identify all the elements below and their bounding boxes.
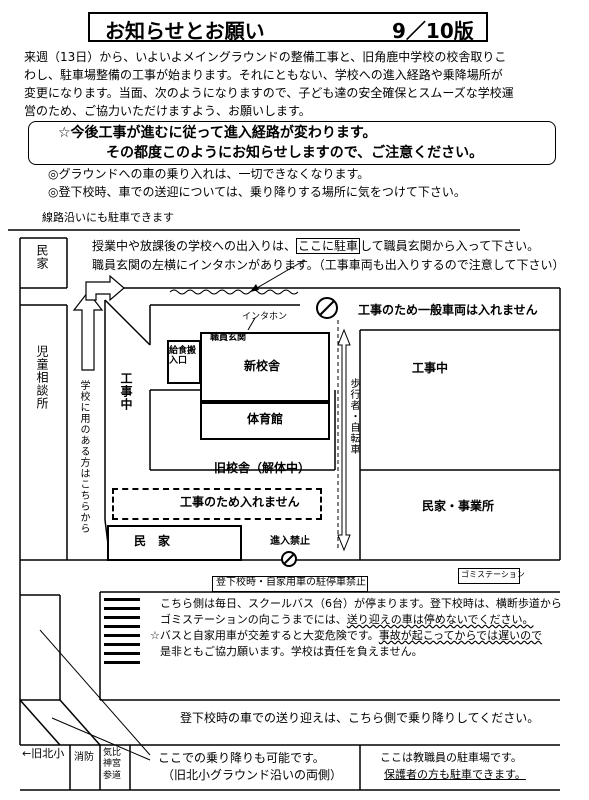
gym-label: 体育館 <box>247 412 284 426</box>
notice-line-1: ☆今後工事が進むに従って進入経路が変わります。 <box>58 125 377 141</box>
child-consultation-center-label: 児童相談所 <box>35 345 49 410</box>
bus-note-1: こちら側は毎日、スクールバス（6台）が停まります。登下校時は、横断歩道から <box>160 597 562 610</box>
no-entry-construction-area <box>112 488 322 520</box>
new-building <box>200 332 330 402</box>
edition-label: 9／10版 <box>392 19 474 43</box>
bullet-2: ◎登下校時、車での送迎については、乗り降りする場所に気をつけて下さい。 <box>48 185 466 199</box>
staff-parking-note-1: ここは教職員の駐車場です。 <box>380 751 522 764</box>
alt-stop-note-1: ここでの乗り降りも可能です。 <box>158 751 325 765</box>
entrance-note-1: 授業中や放課後の学校への出入りは、ここに駐車して職員玄関から入って下さい。 <box>92 238 540 254</box>
intro-line-4: 営のため、ご協力いただけますよう、お願いします。 <box>24 104 311 118</box>
intro-line-3: 変更になります。当面、次のようになりますので、子ども達の安全確保とスムーズな学校… <box>24 86 514 100</box>
bus-note-2: ゴミステーションの向こうまでには、送り迎えの車は停めないでください。 <box>160 613 534 626</box>
page-title: お知らせとお願い <box>105 19 265 43</box>
no-entry-bottom-icon <box>281 551 297 567</box>
kehi-jingu-sando-label: 気比神宮参道 <box>103 748 122 781</box>
park-here-label: ここに駐車 <box>296 238 361 254</box>
minka-left-label: 民家 <box>35 244 49 270</box>
shobo-label: 消防 <box>74 752 94 763</box>
minka-bottom <box>107 525 242 561</box>
dropoff-note: 登下校時の車での送り迎えは、こちら側で乗り降りしてください。 <box>180 711 540 725</box>
railway-note: 線路沿いにも駐車できます <box>42 211 174 224</box>
bullet-1: ◎グラウンドへの車の乗り入れは、一切できなくなります。 <box>48 167 370 181</box>
old-building-label: 旧校舎（解体中） <box>214 461 311 475</box>
general-cars-no-entry: 工事のため一般車両は入れません <box>358 303 538 317</box>
intro-line-2: わし、駐車場整備の工事が始まります。それにともない、学校への進入経路や乗降場所が <box>24 68 503 82</box>
school-route-label: 学校に用のある方はこちらから <box>78 380 89 534</box>
no-entry-sign-icon <box>316 297 338 319</box>
kyushoku-box <box>167 340 201 384</box>
intro-line-1: 来週（13日）から、いよいよメイングラウンドの整備工事と、旧角鹿中学校の校舎取り… <box>24 50 507 64</box>
notice-line-2: その都度このようにお知らせしますので、ご注意ください。 <box>106 145 484 161</box>
kyushoku-entrance-label: 給食搬入口 <box>169 346 197 367</box>
no-parking-box <box>212 576 368 592</box>
kyu-kitasho-label: ←旧北小 <box>22 747 65 760</box>
construction-right-label: 工事中 <box>412 361 449 375</box>
ped-bike-label: 歩行者・自転車 <box>348 378 359 455</box>
garbage-station-label: ゴミステーション <box>461 570 525 579</box>
no-entry-construction-label: 工事のため入れません <box>180 495 300 509</box>
garbage-station-box <box>458 568 520 584</box>
minka-bottom-label: 民 家 <box>134 534 171 548</box>
residence-office-label: 民家・事業所 <box>422 499 495 513</box>
alt-stop-note-2: （旧北小グラウンド沿いの両側） <box>162 768 343 782</box>
no-parking-label: 登下校時・自家用車の駐停車禁止 <box>216 577 366 588</box>
bus-note-3: ☆バスと自家用車が交差すると大変危険です。事故が起こってからでは遅いので <box>150 629 543 642</box>
new-building-label: 新校舎 <box>244 359 281 373</box>
intercom-label: インタホン <box>242 312 288 322</box>
gym <box>200 402 330 440</box>
title-box <box>88 12 488 42</box>
staff-entrance-label: 職員玄関 <box>210 333 247 343</box>
construction-left-label: 工事中 <box>119 372 133 411</box>
notice-box <box>28 121 556 165</box>
no-entry-label: 進入禁止 <box>270 536 310 547</box>
bus-note-4: 是非ともご協力願います。学校は責任を負えません。 <box>160 645 423 658</box>
staff-parking-note-2: 保護者の方も駐車できます。 <box>384 768 526 781</box>
entrance-note-2: 職員玄関の左横にインタホンがあります。（工事車両も出入りするので注意して下さい） <box>92 258 565 272</box>
